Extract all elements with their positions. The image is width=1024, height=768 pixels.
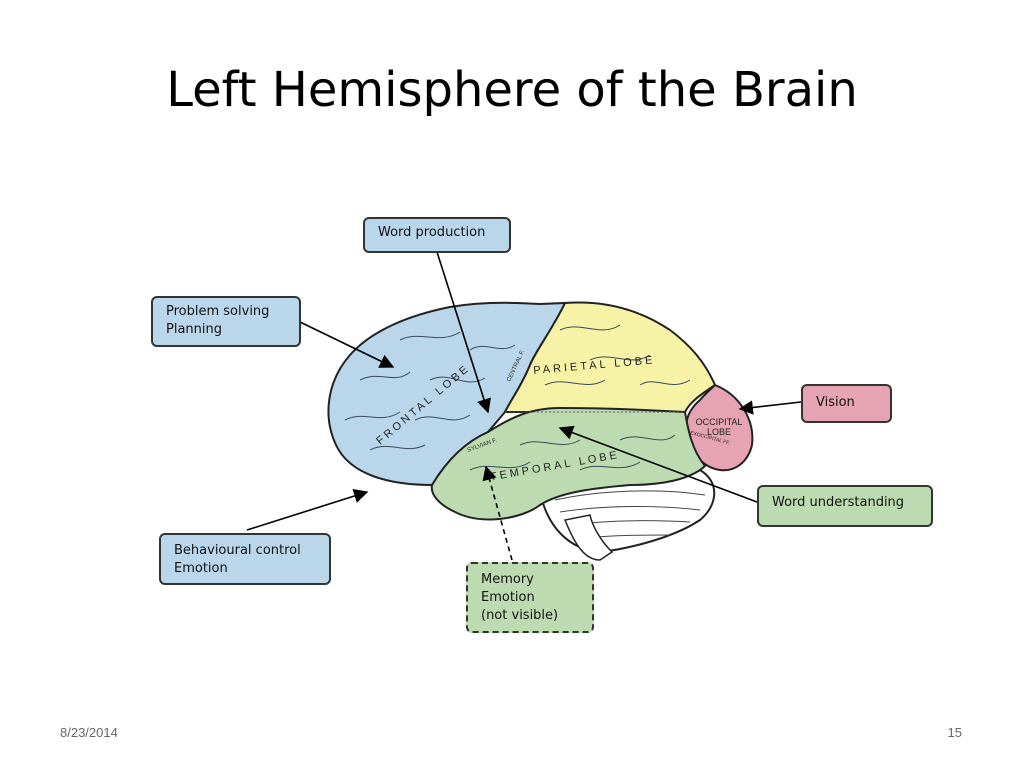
word-production-callout: Word production — [363, 217, 511, 253]
behavioural-line1: Behavioural control — [174, 543, 301, 558]
memory-line1: Memory — [481, 572, 534, 587]
occipital-lobe-label-line2: LOBE — [707, 427, 731, 437]
arrow-word-understanding — [558, 425, 758, 503]
problem-solving-line2: Planning — [166, 322, 222, 337]
slide-page-number: 15 — [947, 725, 962, 740]
word-production-text: Word production — [378, 225, 486, 240]
arrow-problem-solving — [299, 321, 395, 368]
word-understanding-callout: Word understanding — [757, 485, 933, 527]
occipital-lobe-label-line1: OCCIPITAL — [696, 417, 743, 427]
slide-date: 8/23/2014 — [60, 725, 118, 740]
vision-callout: Vision — [801, 384, 892, 423]
behavioural-line2: Emotion — [174, 561, 228, 576]
memory-callout: Memory Emotion (not visible) — [466, 562, 594, 633]
problem-solving-line1: Problem solving — [166, 304, 270, 319]
sulci-texture — [344, 324, 691, 471]
behavioural-control-callout: Behavioural control Emotion — [159, 533, 331, 585]
arrow-word-production — [436, 251, 491, 414]
memory-line2: Emotion — [481, 590, 535, 605]
arrow-memory — [482, 465, 513, 561]
arrow-behavioural — [246, 489, 369, 531]
word-understanding-text: Word understanding — [772, 495, 905, 510]
memory-line3: (not visible) — [481, 608, 559, 623]
slide-title: Left Hemisphere of the Brain — [166, 62, 858, 118]
arrow-vision — [738, 400, 802, 415]
temporal-lobe — [430, 406, 707, 521]
problem-solving-callout: Problem solving Planning — [151, 296, 301, 347]
vision-text: Vision — [816, 395, 855, 410]
